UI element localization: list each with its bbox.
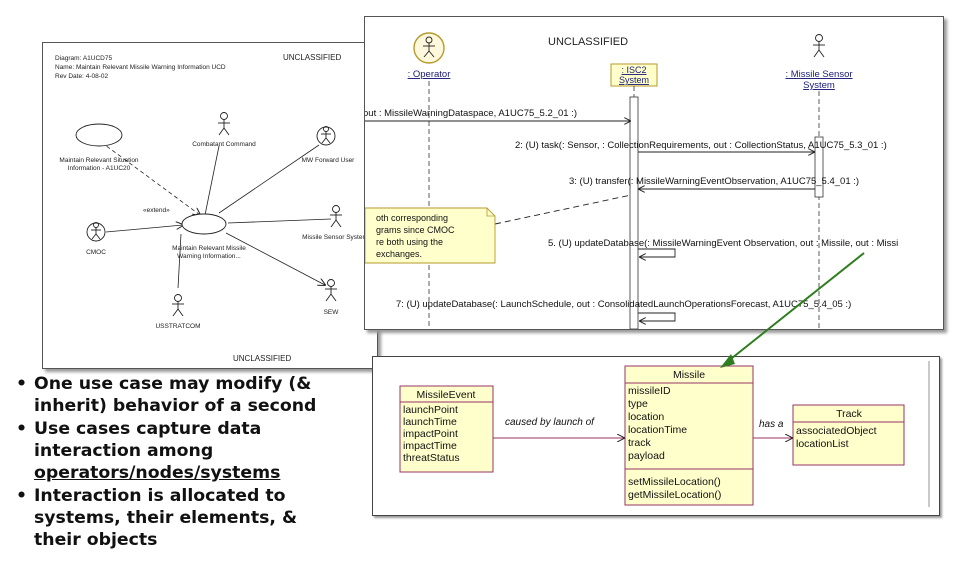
ucd-classification-top: UNCLASSIFIED [283,53,341,62]
bullet-3-line-3: their objects [34,530,158,550]
use-case-situation-label-1: Maintain Relevant Situation [59,157,139,164]
ucd-classification-bottom: UNCLASSIFIED [233,354,291,363]
association-caused-by-label: caused by launch of [505,417,595,428]
class-missile-attr: payload [628,450,665,462]
sequence-classification: UNCLASSIFIED [548,36,628,48]
ucd-header-line-2: Name: Maintain Relevant Missile Warning … [55,64,226,71]
bullet-3-line-2: systems, their elements, & [34,508,298,528]
actor-cmoc-icon [86,222,106,242]
class-diagram-panel: MissileEvent launchPoint launchTime impa… [372,356,940,516]
bullet-list: One use case may modify (& inherit) beha… [14,373,364,552]
use-case-diagram-panel: Diagram: A1UCD75 Name: Maintain Relevant… [42,42,378,369]
actor-cmoc-label: CMOC [86,249,106,256]
bullet-item-3: Interaction is allocated to systems, the… [14,485,364,551]
class-track-name: Track [836,408,863,420]
class-track-box [792,404,905,466]
class-track-attr: locationList [796,438,849,450]
class-missile-event-attr: threatStatus [403,452,460,464]
actor-missile-sensor-system-icon [330,205,342,228]
class-missile-event-box [399,385,494,473]
ucd-associations [100,141,332,289]
ucd-extend-label: «extend» [143,207,170,214]
note-line-2: grams since CMOC [376,225,455,235]
class-missile-attr: type [628,398,648,410]
use-case-missile-warning-ellipse [181,213,227,235]
class-missile-operation: setMissileLocation() [628,476,721,488]
lifeline-isc2-label-1: : ISC2 [621,65,646,75]
actor-sew-icon [325,279,337,302]
lifeline-isc2-label-2: System [619,75,649,85]
class-missile-name: Missile [673,369,705,381]
class-missile-event-attr: launchTime [403,416,457,428]
sequence-diagram-canvas: UNCLASSIFIED : Operator : ISC2 System : … [365,32,898,329]
lifeline-sensor-label-2: System [803,80,835,91]
actor-ussstratcom-label: USSTRATCOM [155,323,200,330]
actor-mw-forward-user-label: MW Forward User [302,157,356,164]
use-case-situation-ellipse [75,123,123,147]
class-missile-attr: locationTime [628,424,687,436]
association-has-a-label: has a [759,419,784,430]
bullet-item-2: Use cases capture data interaction among… [14,418,364,484]
sequence-diagram-panel: UNCLASSIFIED : Operator : ISC2 System : … [364,16,944,330]
note-line-1: oth corresponding [376,213,448,223]
note-box [365,207,496,264]
class-diagram-canvas: MissileEvent launchPoint launchTime impa… [399,361,930,507]
lifeline-operator-label: : Operator [408,69,451,80]
message-2-label: 2: (U) task(: Sensor, : CollectionRequir… [515,140,887,151]
bullet-item-1: One use case may modify (& inherit) beha… [14,373,364,417]
bullet-2-underlined-text: operators/nodes/systems [34,463,281,483]
note-line-4: exchanges. [376,249,422,259]
ucd-header-line-3: Rev Date: 4-08-02 [55,73,108,80]
class-missile-event-attr: launchPoint [403,404,458,416]
message-5-label: 5. (U) updateDatabase(: MissileWarningEv… [548,238,898,249]
message-arrows [365,121,815,321]
ucd-header-line-1: Diagram: A1UCD75 [55,55,112,62]
class-missile-box [624,365,754,506]
actor-missile-sensor-system-label: Missile Sensor System [302,234,368,241]
lifeline-operator-icon [413,32,445,64]
message-1-label: out : MissileWarningDataspace, A1UC75_5.… [365,108,577,119]
use-case-missile-warning-label-1: Maintain Relevant Missile [172,245,246,252]
class-missile-event-attr: impactTime [403,440,457,452]
use-case-diagram-canvas: Diagram: A1UCD75 Name: Maintain Relevant… [55,53,368,363]
class-missile-attr: location [628,411,664,423]
class-missile-attr: track [628,437,652,449]
use-case-missile-warning-label-2: Warning Information... [177,253,241,260]
lifeline-sensor-icon [813,34,825,58]
bullet-2-line-2: interaction among [34,441,214,461]
class-missile-event-attr: impactPoint [403,428,458,440]
bullet-3-line-1: Interaction is allocated to [34,486,286,506]
class-missile-operation: getMissileLocation() [628,489,721,501]
note-line-3: re both using the [376,237,443,247]
actor-mw-forward-user-icon [316,126,336,146]
activation-bars [629,96,824,329]
bullet-1-line-1: One use case may modify (& [34,374,312,394]
actor-sew-label: SEW [324,309,340,316]
message-3-label: 3: (U) transfer(: MissileWarningEventObs… [569,176,859,187]
lifeline-sensor-label-1: : Missile Sensor [785,69,852,80]
actor-combatant-command-icon [218,112,230,136]
class-track-attr: associatedObject [796,425,877,437]
bullet-1-line-2: inherit) behavior of a second [34,396,317,416]
use-case-situation-label-2: Information - A1UC20 [68,165,131,172]
actor-ussstratcom-icon [172,294,184,317]
class-missile-attr: missileID [628,385,671,397]
message-7-label: 7: (U) updateDatabase(: LaunchSchedule, … [396,299,851,310]
bullet-2-line-1: Use cases capture data [34,419,262,439]
class-missile-event-name: MissileEvent [417,389,476,401]
note-anchor-line [494,194,632,225]
actor-combatant-command-label: Combatant Command [192,141,256,148]
